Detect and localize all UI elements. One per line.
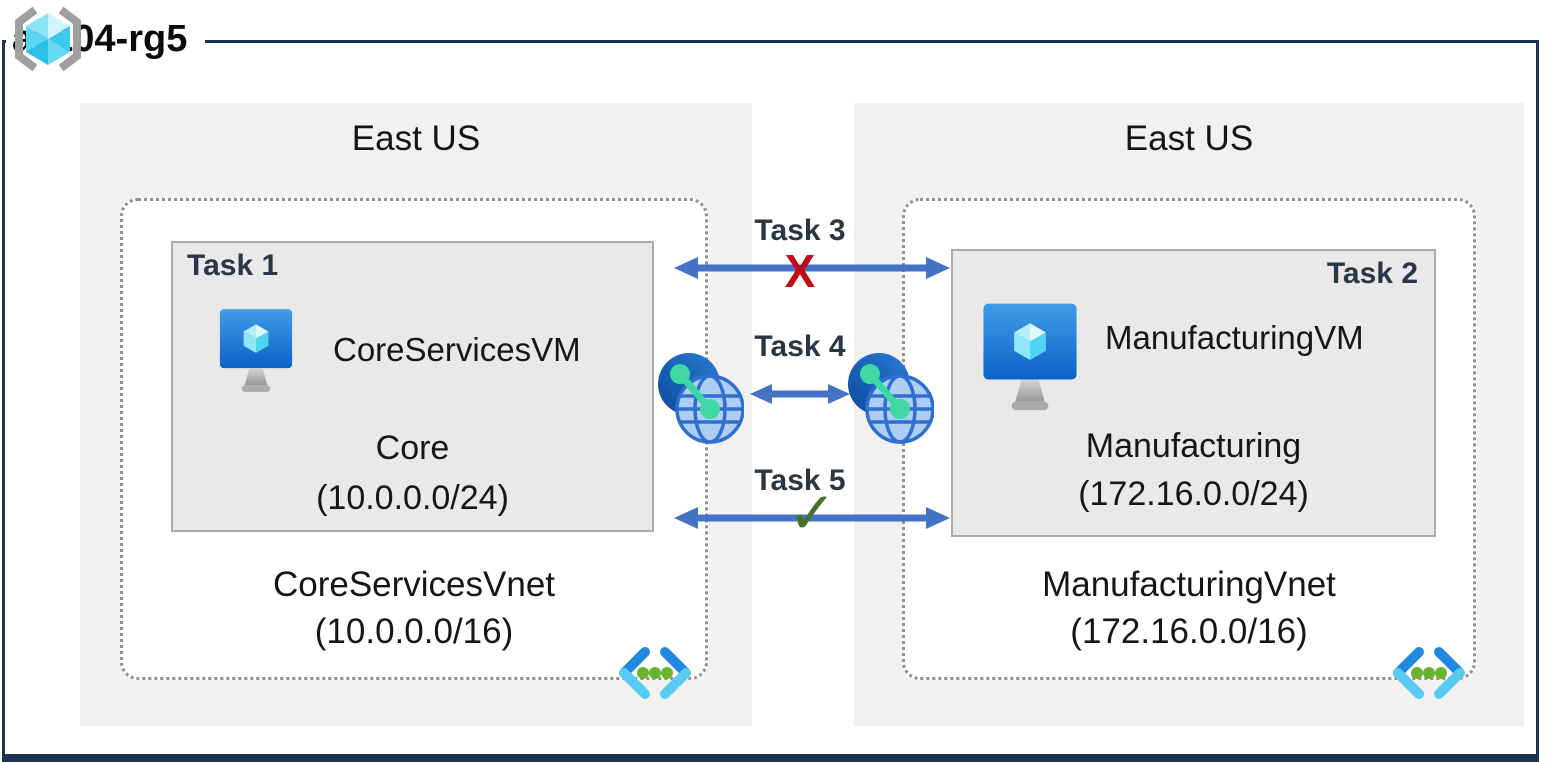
task1-label: Task 1	[187, 249, 279, 282]
task2-box: Task 2	[951, 249, 1436, 537]
vnet-box-coreservices: Task 1	[120, 198, 708, 699]
allowed-check-marker: ✓	[787, 481, 837, 546]
virtual-network-icon	[1393, 647, 1465, 699]
vnet-label-coreservices: CoreServicesVnet (10.0.0.0/16)	[123, 561, 705, 655]
blocked-x-marker: X	[784, 245, 816, 297]
virtual-network-icon	[619, 647, 691, 699]
subnet-name-core: Core	[375, 429, 450, 467]
subnet-cidr-core: (10.0.0.0/24)	[316, 479, 509, 517]
network-peering-icon	[658, 353, 744, 444]
region-right: East US Task 2	[854, 103, 1524, 726]
subnet-cidr-manufacturing: (172.16.0.0/24)	[1078, 475, 1309, 513]
resource-group-header: az104-rg5	[6, 4, 206, 74]
vnet-cidr-text: (172.16.0.0/16)	[1070, 612, 1308, 651]
vnet-name-text: ManufacturingVnet	[1042, 565, 1336, 604]
task1-box: Task 1	[171, 241, 654, 532]
task5-arrow-icon	[674, 507, 950, 529]
vnet-cidr-text: (10.0.0.0/16)	[314, 612, 514, 651]
vm-name-manufacturing: ManufacturingVM	[1105, 319, 1364, 356]
virtual-machine-icon	[983, 303, 1077, 411]
virtual-machine-icon	[219, 309, 293, 392]
task3-label: Task 3	[754, 214, 846, 247]
task4-label: Task 4	[754, 330, 846, 363]
vnet-label-manufacturing: ManufacturingVnet (172.16.0.0/16)	[905, 561, 1473, 655]
network-peering-icon	[848, 353, 934, 444]
vnet-box-manufacturing: Task 2	[902, 198, 1476, 699]
task2-label: Task 2	[1326, 257, 1418, 290]
resource-group-icon	[15, 6, 81, 72]
region-right-name: East US	[1124, 119, 1254, 158]
vnet-name-text: CoreServicesVnet	[272, 565, 556, 604]
task3-arrow-icon	[674, 257, 950, 279]
vm-name-coreservices: CoreServicesVM	[333, 331, 581, 368]
task4-arrow-icon	[750, 384, 850, 404]
subnet-name-manufacturing: Manufacturing	[1085, 427, 1302, 465]
task5-label: Task 5	[754, 464, 846, 497]
region-left-name: East US	[351, 119, 481, 158]
region-left: East US Task 1	[80, 103, 752, 726]
resource-group-frame	[2, 40, 1539, 762]
